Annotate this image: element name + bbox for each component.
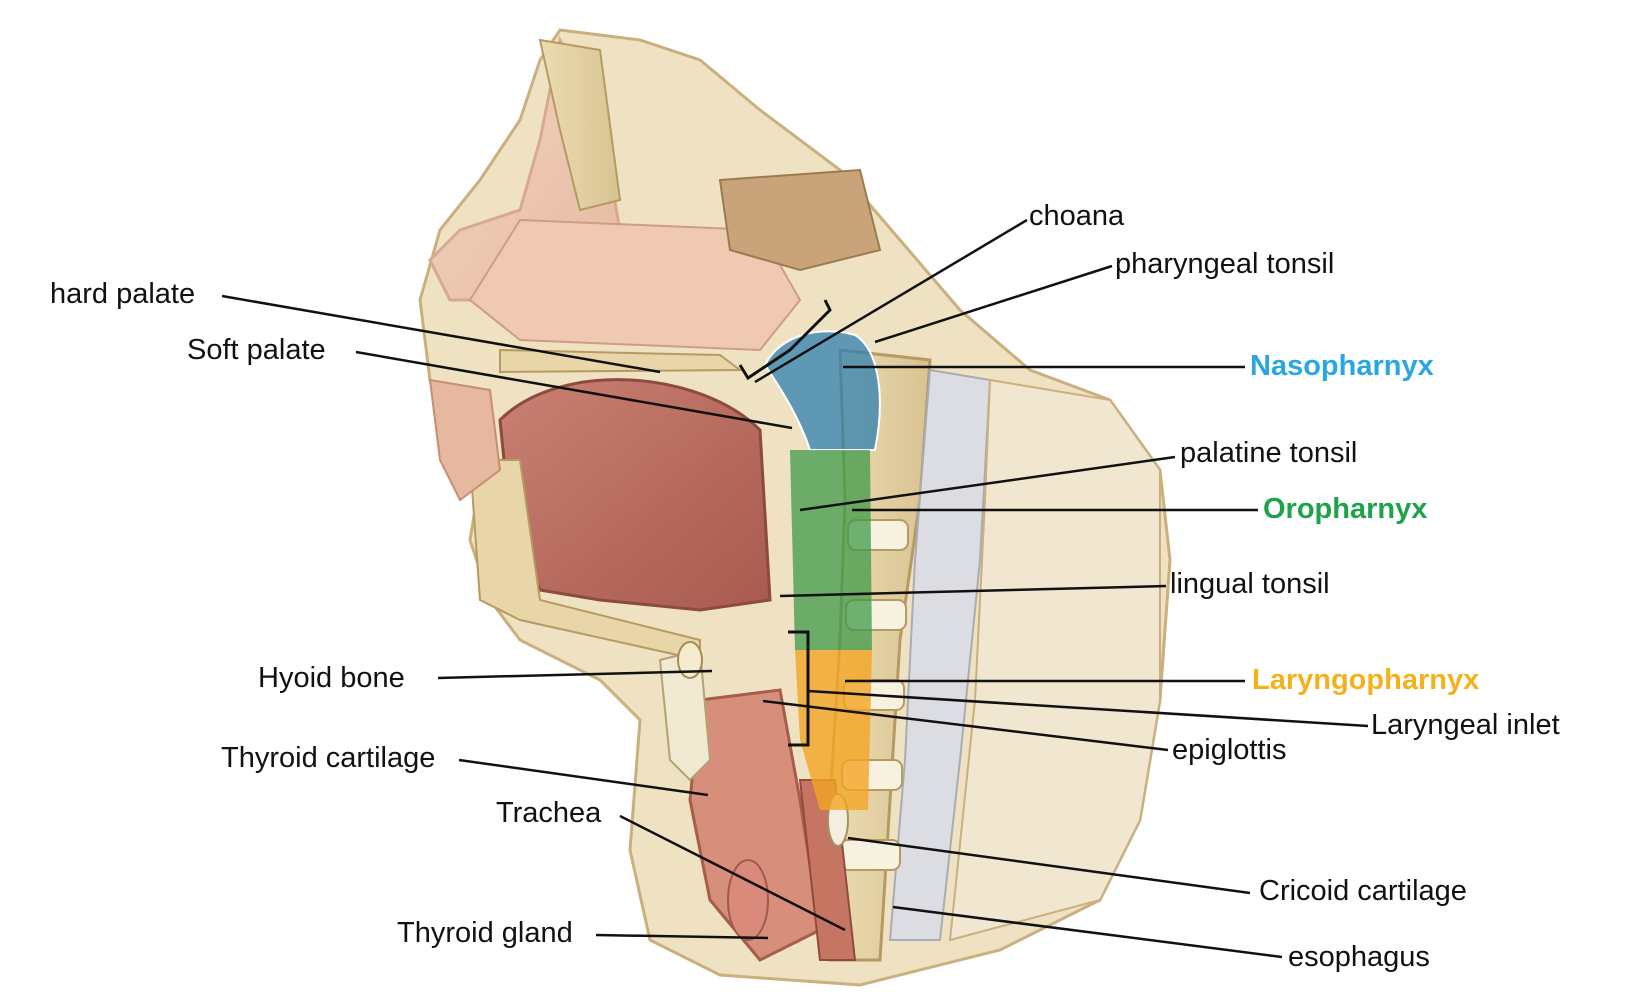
thyroid-gland-shape <box>727 859 769 941</box>
palatine-tonsil-line <box>799 455 1176 512</box>
label-cricoid-cartilage: Cricoid cartilage <box>1259 875 1467 907</box>
label-palatine-tonsil: palatine tonsil <box>1180 437 1358 469</box>
choana-line <box>754 218 1028 384</box>
lips <box>428 378 502 502</box>
label-laryngeal-inlet: Laryngeal inlet <box>1371 709 1560 741</box>
label-pharyngeal-tonsil: pharyngeal tonsil <box>1115 248 1335 280</box>
label-lingual-tonsil: lingual tonsil <box>1170 568 1330 600</box>
label-oropharynx: Oropharnyx <box>1263 493 1428 525</box>
label-trachea: Trachea <box>496 797 602 829</box>
label-hyoid-bone: Hyoid bone <box>258 662 405 694</box>
laryngeal-inlet-line <box>807 689 1369 728</box>
label-epiglottis: epiglottis <box>1172 734 1287 766</box>
pharyngeal-tonsil-line <box>874 264 1113 344</box>
label-soft-palate: Soft palate <box>187 334 326 366</box>
lingual-tonsil-line <box>779 584 1167 598</box>
label-thyroid-gland: Thyroid gland <box>397 917 573 949</box>
label-choana: choana <box>1029 200 1125 232</box>
soft-palate-line <box>355 350 793 430</box>
tongue-muscle <box>498 378 772 612</box>
hyoid-bone-shape <box>677 641 703 679</box>
pharynx-regions <box>763 330 881 810</box>
cricoid-cartilage-line <box>847 836 1251 895</box>
label-hard-palate: hard palate <box>50 278 196 310</box>
trachea-shape <box>688 688 822 962</box>
oropharynx-region <box>790 450 872 650</box>
label-nasopharynx: Nasopharnyx <box>1250 350 1434 382</box>
label-laryngopharynx: Laryngopharnyx <box>1252 664 1480 696</box>
thyroid-gland-line <box>595 933 769 940</box>
hard-palate-line <box>221 294 661 374</box>
frontal-bone <box>538 38 622 212</box>
thyroid-cartilage-line <box>458 758 709 797</box>
region-brackets <box>738 299 832 747</box>
epiglottis-line <box>762 699 1169 752</box>
sphenoid-sinus <box>718 168 882 272</box>
esophagus-line <box>892 905 1283 959</box>
leader-lines <box>221 218 1369 959</box>
label-thyroid-cartilage: Thyroid cartilage <box>221 742 436 774</box>
choana-bracket <box>738 299 832 381</box>
laryngopharynx-region <box>795 650 872 810</box>
posterior-neck <box>948 378 1161 942</box>
larynx-bracket <box>788 630 810 747</box>
trachea-line <box>619 814 846 932</box>
label-esophagus: esophagus <box>1288 941 1430 973</box>
hyoid-bone-line <box>437 669 713 680</box>
